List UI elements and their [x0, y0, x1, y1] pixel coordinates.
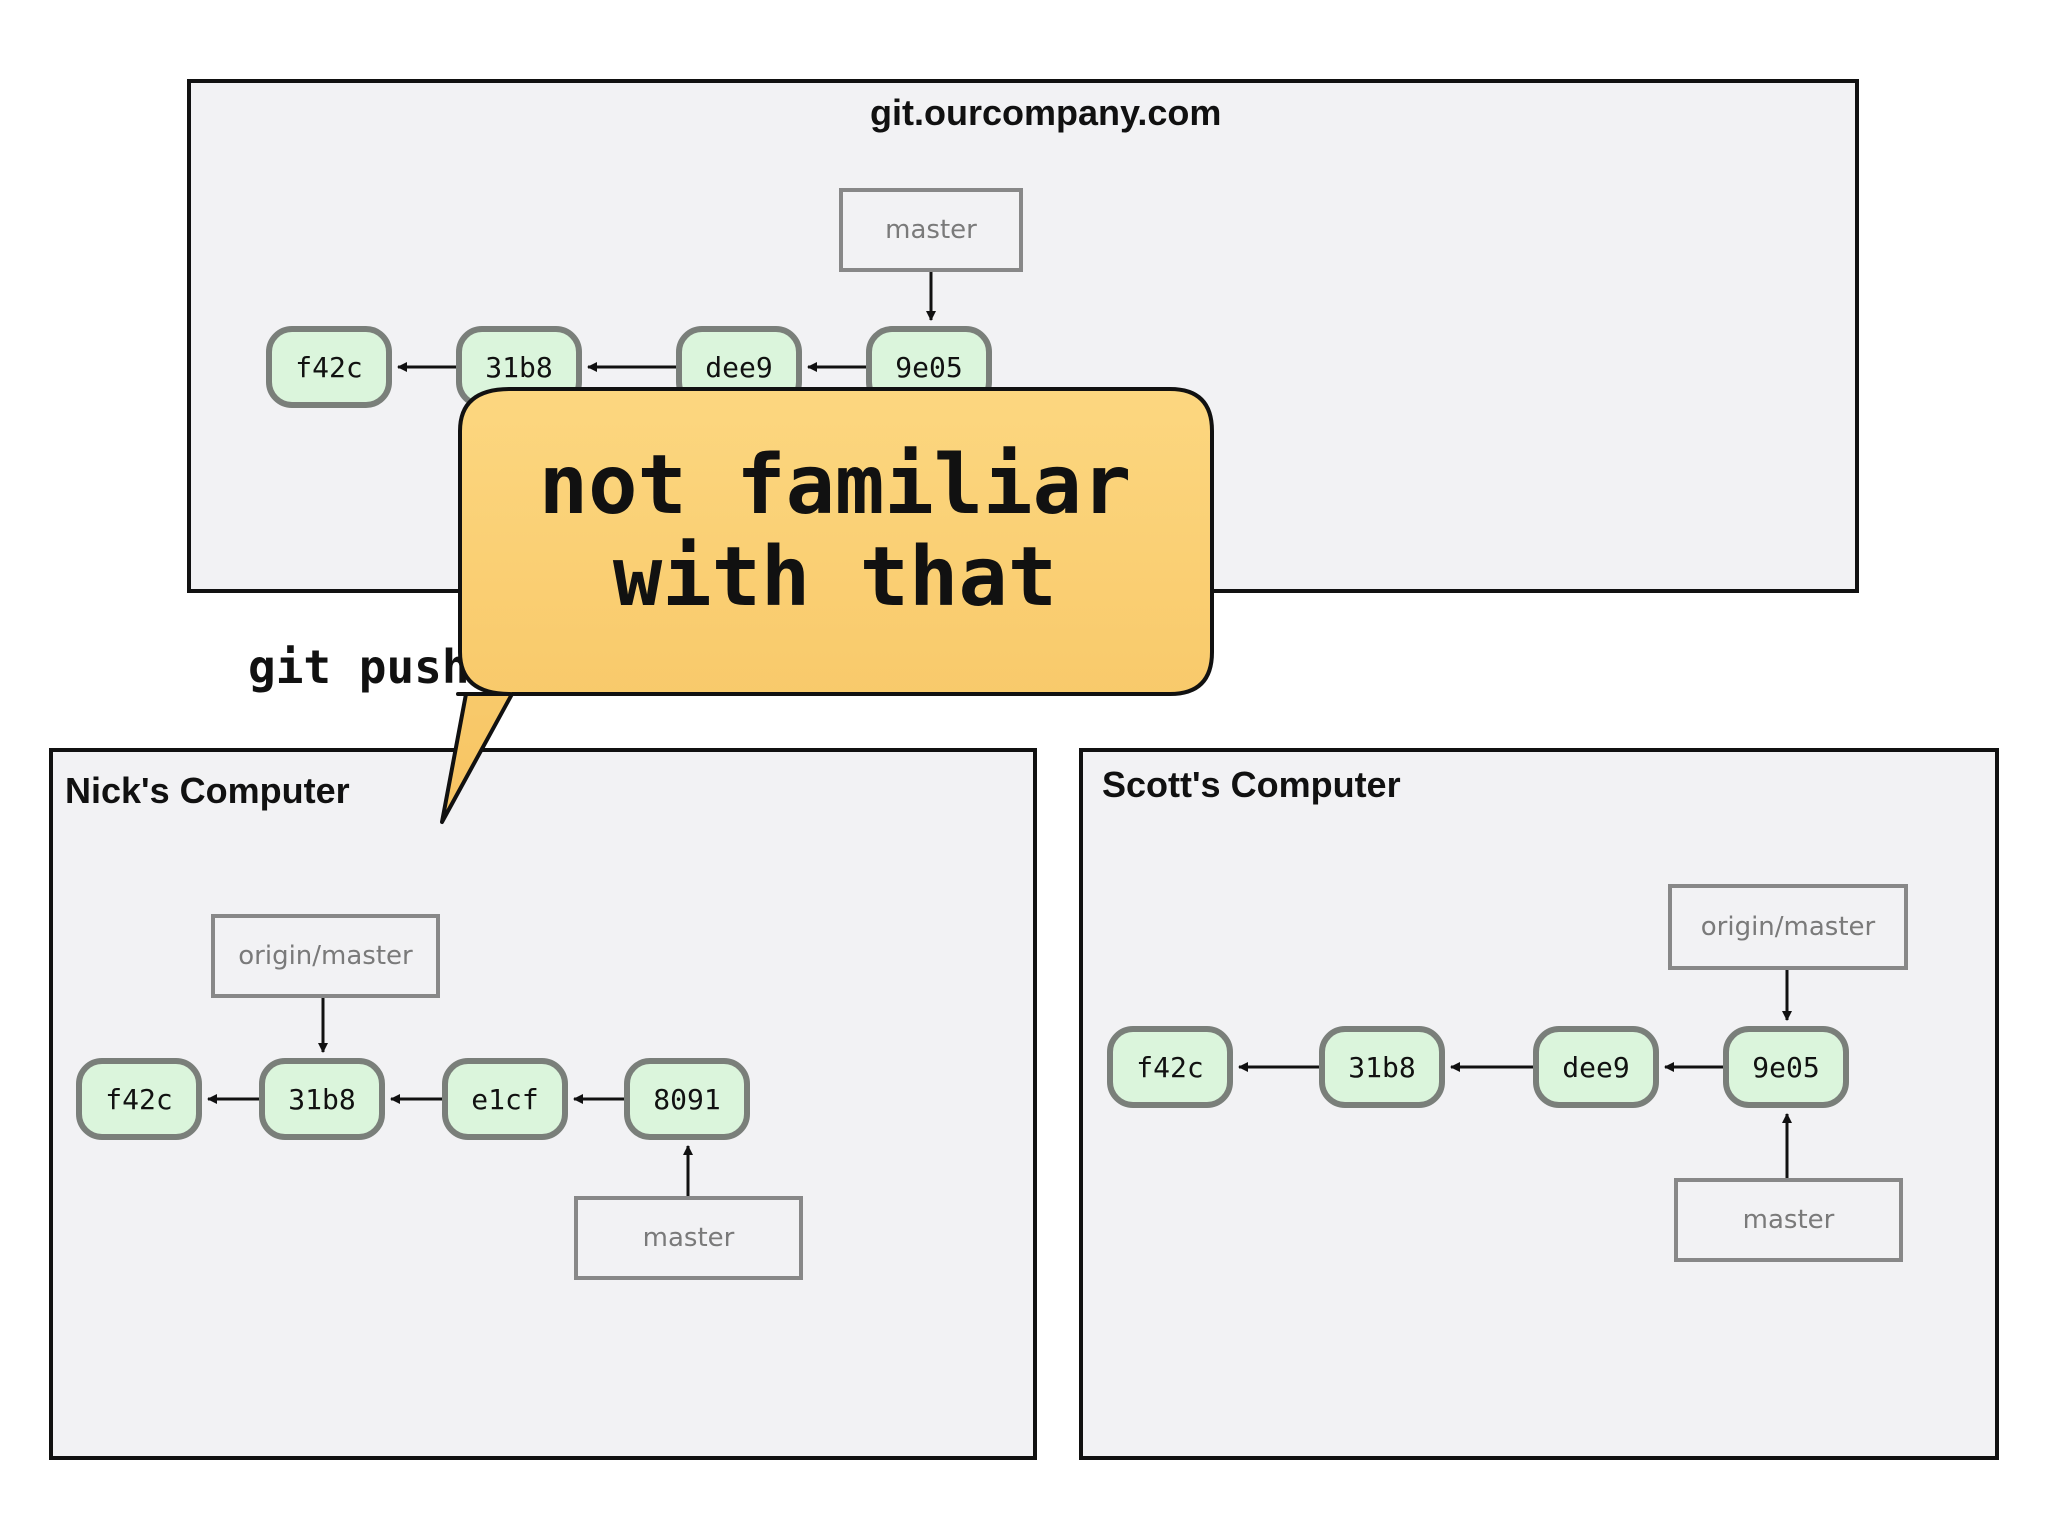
server-commit: f42c: [266, 326, 392, 408]
git-command: git push: [248, 640, 470, 694]
nick-commit: 8091: [624, 1058, 750, 1140]
scott-title: Scott's Computer: [1102, 764, 1401, 805]
nick-master-ref: master: [574, 1196, 803, 1280]
scott-origin-master-ref: origin/master: [1668, 884, 1908, 970]
scott-commit: f42c: [1107, 1026, 1233, 1108]
server-title: git.ourcompany.com: [870, 92, 1222, 133]
speech-bubble-text: not familiar with that: [538, 438, 1132, 625]
scott-master-ref: master: [1674, 1178, 1903, 1262]
nick-commit: e1cf: [442, 1058, 568, 1140]
nick-title: Nick's Computer: [65, 770, 350, 811]
nick-origin-master-ref: origin/master: [211, 914, 440, 998]
scott-commit: dee9: [1533, 1026, 1659, 1108]
nick-commit: 31b8: [259, 1058, 385, 1140]
scott-panel: [1079, 748, 1999, 1460]
scott-commit: 9e05: [1723, 1026, 1849, 1108]
server-master-ref: master: [839, 188, 1023, 272]
nick-commit: f42c: [76, 1058, 202, 1140]
speech-bubble-shape: [440, 387, 1214, 824]
scott-commit: 31b8: [1319, 1026, 1445, 1108]
